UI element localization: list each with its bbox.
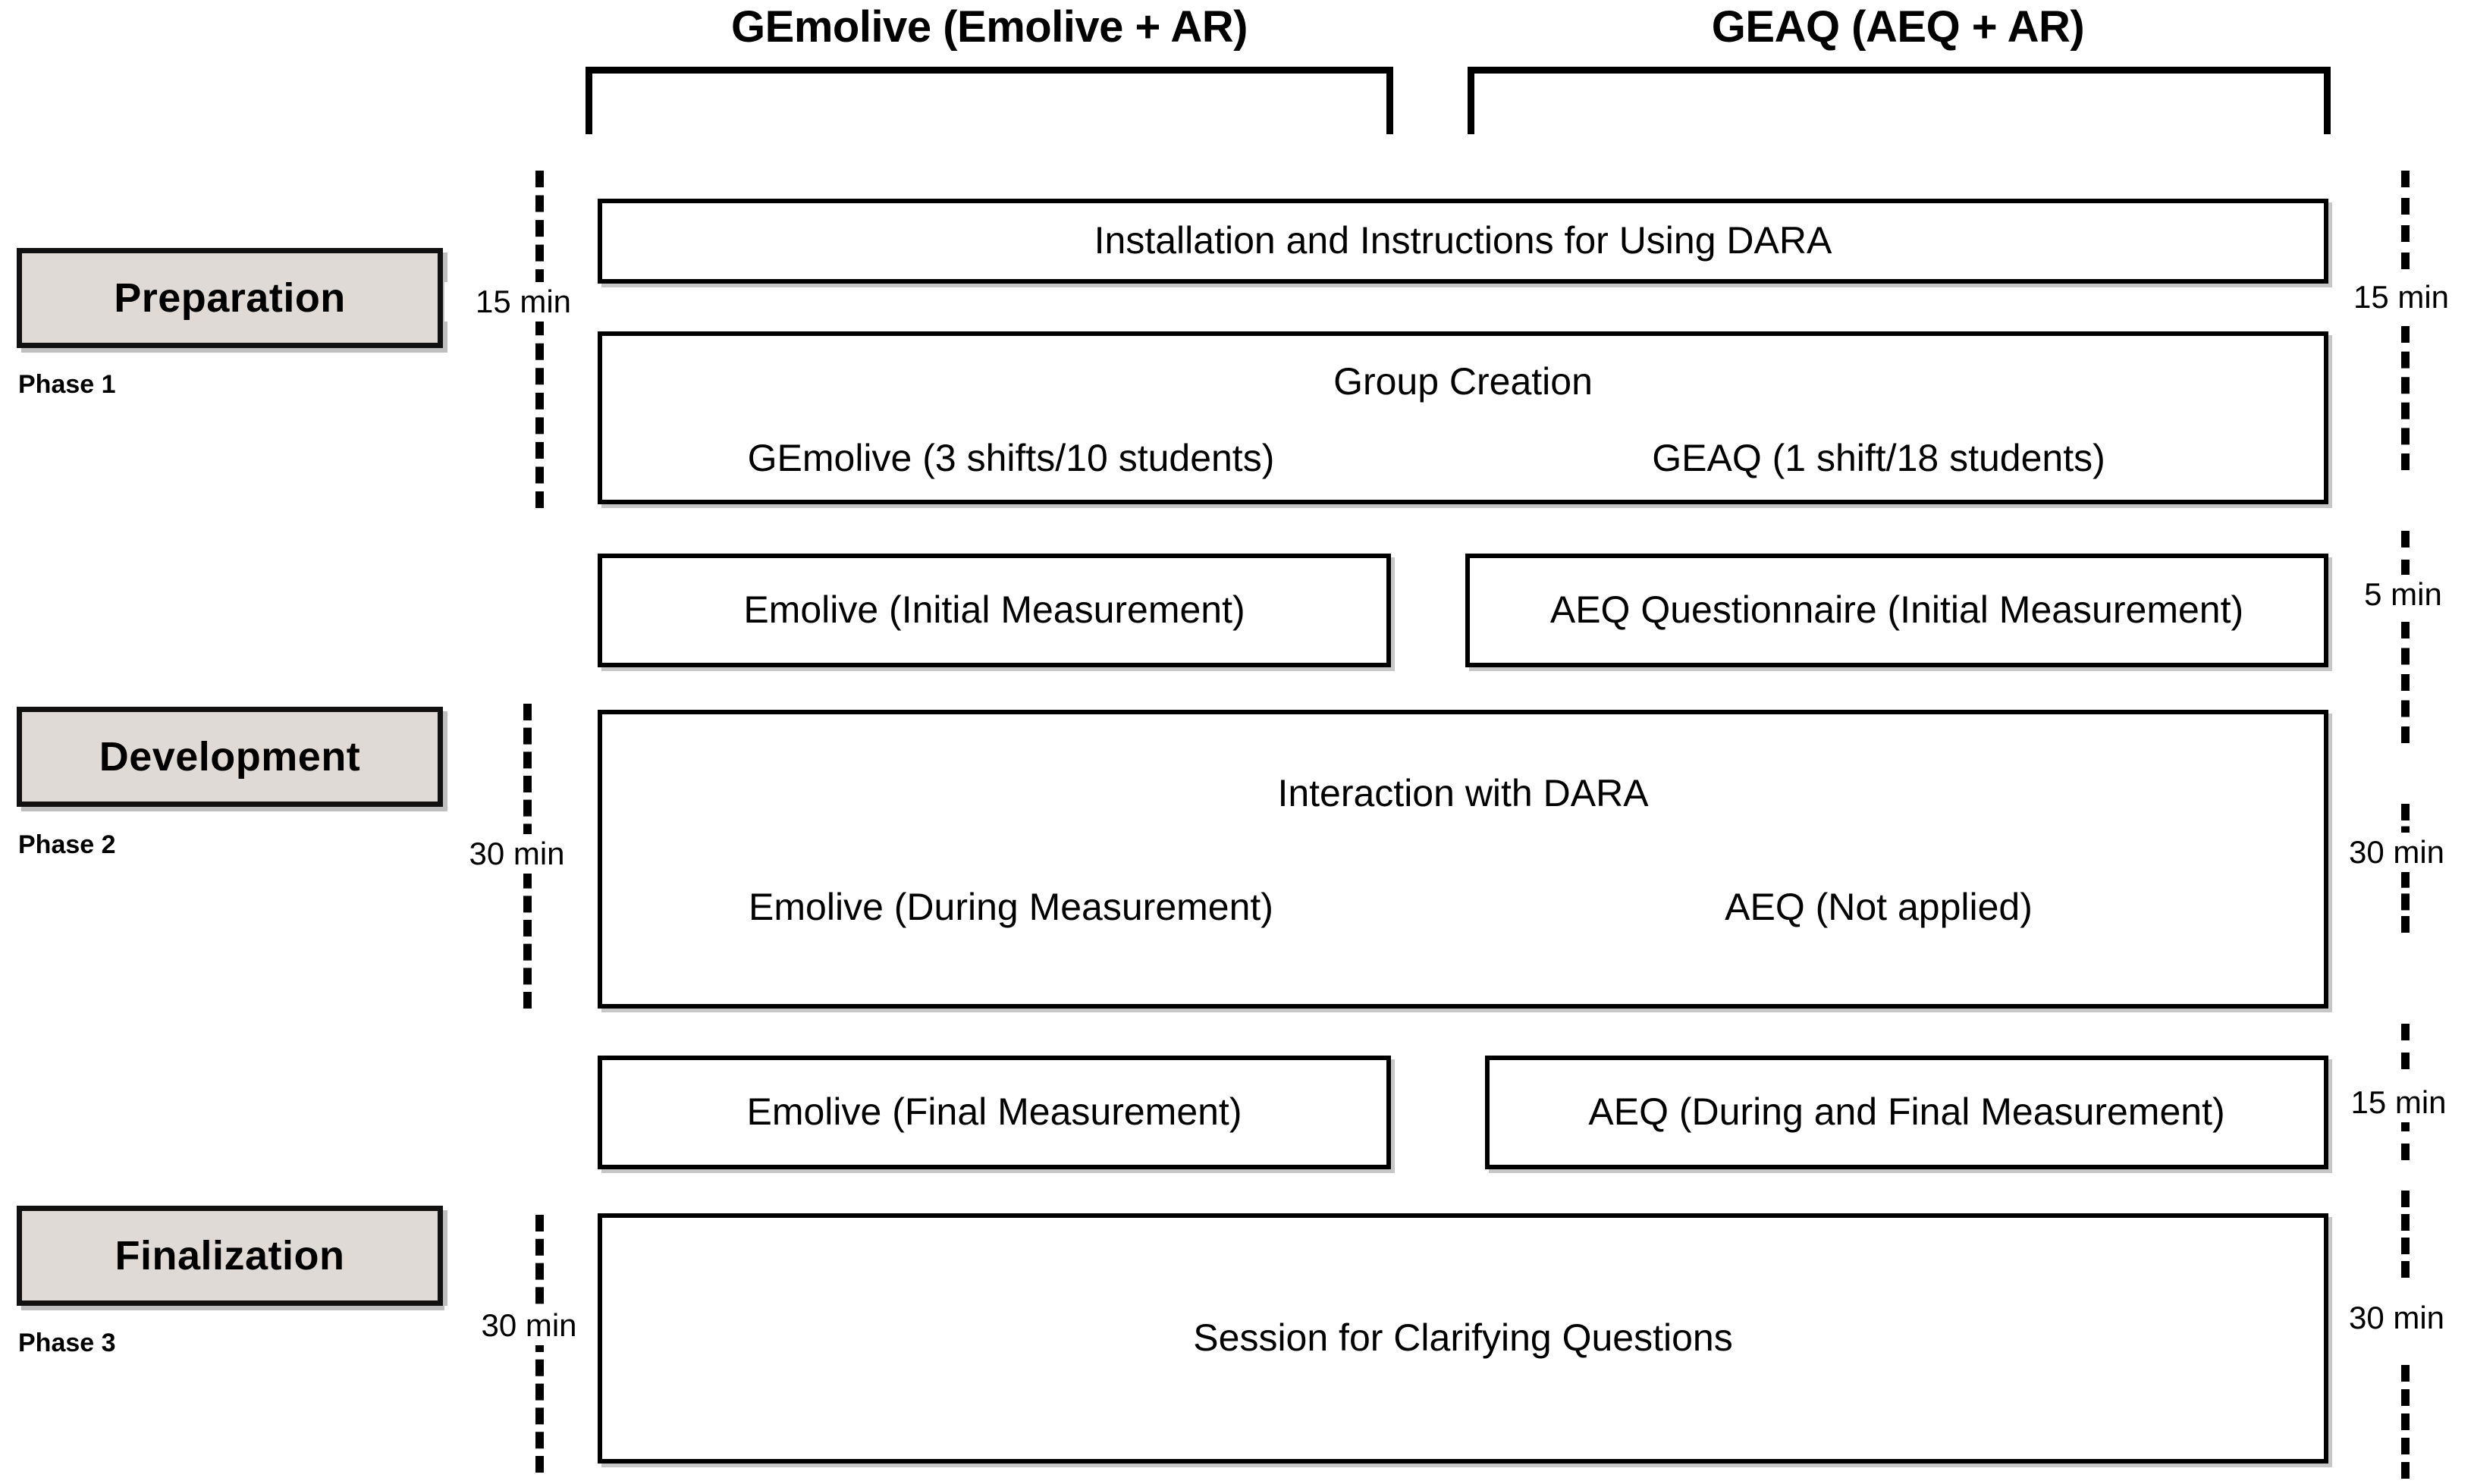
group-title-gemolive: GEmolive (Emolive + AR) (731, 2, 1248, 52)
dashed-line-right-seg6 (2401, 1024, 2410, 1069)
dashed-line-right-seg1 (2401, 171, 2410, 269)
dashed-line-right-seg8 (2401, 1191, 2410, 1278)
phase-sub-2: Phase 2 (18, 830, 116, 859)
dashed-line-right-seg7 (2401, 1115, 2410, 1160)
dashed-line-right-seg2 (2401, 326, 2410, 470)
step-label-final-right: AEQ (During and Final Measurement) (1588, 1090, 2225, 1134)
step-box-installation[interactable]: Installation and Instructions for Using … (598, 199, 2328, 284)
step-label-interaction: Interaction with DARA (1277, 772, 1649, 814)
phase-sub-1: Phase 1 (18, 370, 116, 399)
step-box-group-creation[interactable]: Group Creation GEmolive (3 shifts/10 stu… (598, 331, 2328, 504)
phase-box-development[interactable]: Development (17, 707, 443, 807)
phase-label-preparation: Preparation (114, 275, 346, 321)
step-label-interaction-right: AEQ (Not applied) (1725, 886, 2033, 928)
duration-right-final: 15 min (2317, 1083, 2474, 1122)
duration-left-phase2: 30 min (432, 834, 601, 874)
step-box-initial-left[interactable]: Emolive (Initial Measurement) (598, 554, 1391, 667)
dashed-line-right-seg3 (2401, 531, 2410, 576)
step-label-interaction-left: Emolive (During Measurement) (749, 886, 1273, 928)
step-box-initial-right[interactable]: AEQ Questionnaire (Initial Measurement) (1465, 554, 2328, 667)
duration-right-phase2: 30 min (2313, 833, 2474, 872)
duration-left-phase3: 30 min (444, 1306, 614, 1345)
step-box-interaction[interactable]: Interaction with DARA Emolive (During Me… (598, 710, 2328, 1009)
dashed-line-left-phase1 (535, 171, 544, 508)
duration-right-phase1: 15 min (2322, 278, 2474, 317)
phase-label-development: Development (99, 734, 361, 780)
bracket-gemolive (586, 67, 1393, 134)
step-label-initial-left: Emolive (Initial Measurement) (743, 588, 1245, 632)
duration-right-phase3: 30 min (2313, 1298, 2474, 1338)
phase-box-preparation[interactable]: Preparation (17, 248, 443, 348)
step-label-group-creation-right: GEAQ (1 shift/18 students) (1652, 437, 2105, 479)
step-box-session[interactable]: Session for Clarifying Questions (598, 1213, 2328, 1464)
phase-sub-3: Phase 3 (18, 1329, 116, 1357)
duration-right-initial: 5 min (2330, 575, 2474, 614)
step-label-initial-right: AEQ Questionnaire (Initial Measurement) (1549, 588, 2244, 632)
phase-label-finalization: Finalization (115, 1233, 345, 1278)
phase-box-finalization[interactable]: Finalization (17, 1206, 443, 1306)
group-title-geaq: GEAQ (AEQ + AR) (1711, 2, 2085, 52)
step-label-installation: Installation and Instructions for Using … (1094, 219, 1832, 262)
bracket-geaq (1468, 67, 2331, 134)
step-box-final-right[interactable]: AEQ (During and Final Measurement) (1485, 1056, 2328, 1169)
step-label-group-creation-left: GEmolive (3 shifts/10 students) (747, 437, 1275, 479)
step-label-final-left: Emolive (Final Measurement) (746, 1090, 1242, 1134)
dashed-line-right-seg9 (2401, 1365, 2410, 1479)
dashed-line-right-seg4 (2401, 622, 2410, 743)
step-label-group-creation: Group Creation (1333, 360, 1593, 403)
step-box-final-left[interactable]: Emolive (Final Measurement) (598, 1056, 1391, 1169)
duration-left-phase1: 15 min (444, 282, 602, 322)
step-label-session: Session for Clarifying Questions (1193, 1316, 1733, 1360)
